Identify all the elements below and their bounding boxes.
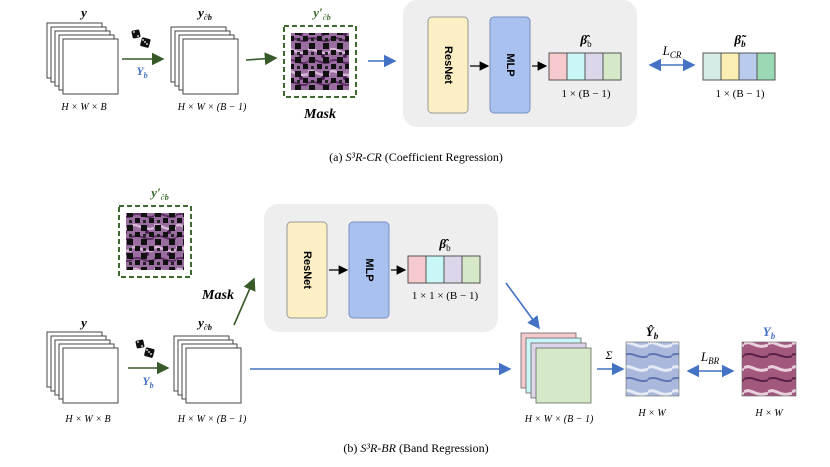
bottom-mask-frame — [118, 205, 192, 278]
top-mlp-label: MLP — [504, 53, 516, 76]
top-y-label: y — [79, 5, 87, 20]
top-beta-tilde-cell — [702, 52, 722, 81]
top-arrow-to-mask — [245, 52, 278, 66]
top-dice-label: Yb — [136, 64, 147, 80]
bottom-y-true-dims: H × W — [754, 408, 784, 419]
top-cube-stack-y — [46, 22, 119, 95]
top-masked-label: y′∂b — [311, 5, 330, 22]
bottom-beta-hat-cell — [425, 255, 445, 284]
bottom-mlp-block — [348, 221, 390, 319]
top-mask-frame — [283, 25, 357, 98]
top-mask-text: Mask — [303, 107, 336, 122]
top-loss-label: LCR — [662, 43, 682, 60]
dice-icon — [131, 29, 151, 48]
bottom-y-true-image — [741, 341, 797, 397]
top-beta-tilde-dims: 1 × (B − 1) — [715, 88, 764, 100]
bottom-y-partial-label: y∂b — [196, 315, 212, 332]
bottom-beta-hat-dims: 1 × 1 × (B − 1) — [412, 290, 479, 302]
top-beta-tilde-vector — [702, 52, 776, 81]
top-caption: (a) S³R-CR (Coefficient Regression) — [329, 150, 503, 164]
top-beta-tilde-cell — [738, 52, 758, 81]
bottom-colored-stack — [520, 332, 592, 404]
top-y-dims: H × W × B — [60, 102, 106, 113]
top-beta-tilde-cell — [720, 52, 740, 81]
top-beta-hat-dims: 1 × (B − 1) — [561, 88, 610, 100]
top-resnet-block — [427, 16, 469, 114]
top-y-partial-label: y∂b — [196, 5, 212, 22]
bottom-cube-stack-y-partial — [173, 335, 242, 404]
top-mlp-block — [489, 16, 531, 114]
bottom-arrow-panel-to-stack — [505, 282, 540, 330]
bottom-mlp-label: MLP — [363, 258, 375, 281]
top-beta-hat-cell — [548, 52, 568, 81]
band-layer — [535, 347, 592, 404]
top-cube-stack-y-partial — [170, 26, 239, 95]
bottom-masked-label: y′∂b — [149, 185, 168, 202]
bottom-dice-label: Yb — [142, 374, 153, 390]
top-beta-hat-cell — [584, 52, 604, 81]
top-beta-hat-label: β̂b — [579, 32, 592, 49]
top-beta-hat-vector — [548, 52, 622, 81]
bottom-dice-icon — [135, 339, 155, 358]
bottom-diagram: y′∂b Mask ResNet MLP β̂b 1 × 1 × (B − 1)… — [46, 185, 797, 455]
bottom-y-hat-dims: H × W — [637, 408, 667, 419]
bottom-caption: (b) S³R-BR (Band Regression) — [343, 441, 488, 455]
bottom-arrow-to-mask — [233, 277, 256, 326]
bottom-beta-hat-vector — [407, 255, 481, 284]
bottom-loss-label: LBR — [700, 349, 720, 366]
bottom-beta-hat-cell — [461, 255, 481, 284]
bottom-mask-text: Mask — [201, 288, 234, 303]
top-resnet-label: ResNet — [442, 46, 454, 84]
bottom-y-label: y — [79, 315, 87, 330]
bottom-resnet-block — [286, 221, 328, 319]
top-beta-tilde-label: β̃b — [733, 32, 747, 49]
top-diagram: y H × W × B Yb y∂b H × W × (B − 1) — [46, 0, 776, 164]
bottom-resnet-label: ResNet — [301, 251, 313, 289]
bottom-y-hat-image — [625, 341, 680, 397]
top-beta-tilde-cell — [756, 52, 776, 81]
bottom-y-true-label: Yb — [763, 324, 776, 341]
bottom-beta-hat-cell — [443, 255, 463, 284]
bottom-y-partial-dims: H × W × (B − 1) — [177, 414, 247, 425]
bottom-sigma-label: Σ — [604, 348, 612, 362]
top-y-partial-dims: H × W × (B − 1) — [177, 102, 247, 113]
bottom-beta-hat-label: β̂b — [438, 236, 451, 253]
top-beta-hat-cell — [602, 52, 622, 81]
bottom-beta-hat-cell — [407, 255, 427, 284]
bottom-cube-stack-y — [46, 331, 119, 404]
bottom-stack-dims: H × W × (B − 1) — [524, 414, 594, 425]
bottom-y-hat-label: Ŷb — [646, 324, 659, 341]
top-beta-hat-cell — [566, 52, 586, 81]
bottom-y-dims: H × W × B — [64, 414, 110, 425]
